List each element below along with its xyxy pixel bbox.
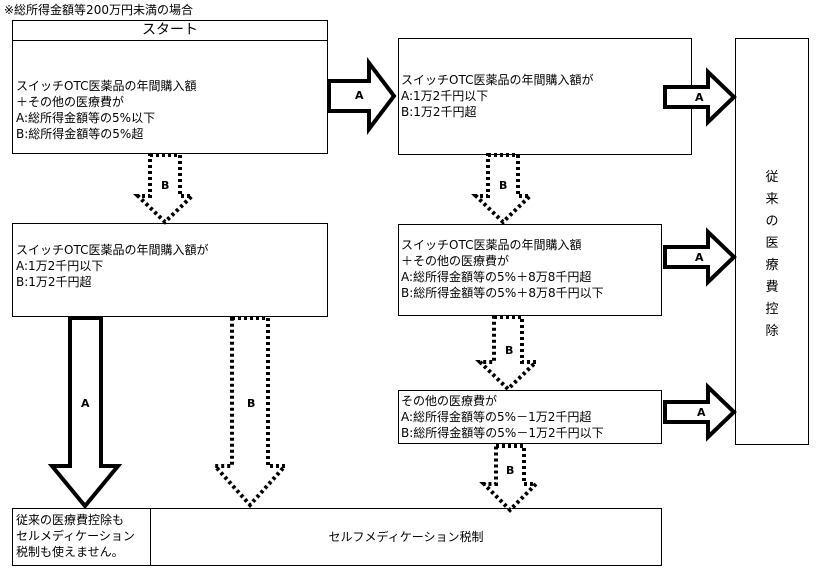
arrow-a-lowermid-to-right (663, 382, 737, 442)
box-otc-purchase-top: スイッチOTC医薬品の年間購入額が A:1万2千円以下 B:1万2千円超 (398, 38, 692, 155)
label-a-start-topmid: A (355, 89, 364, 102)
label-a-topmid-right: A (695, 91, 704, 104)
mid-mid-line-1: スイッチOTC医薬品の年間購入額 (401, 238, 582, 252)
left-mid-line-3: B:1万2千円超 (16, 275, 92, 289)
label-a-leftmid-down: A (81, 397, 90, 410)
start-line-4: B:総所得金額等の5%超 (16, 127, 144, 141)
lower-mid-line-3: B:総所得金額等の5%－1万2千円以下 (401, 426, 604, 440)
left-mid-line-1: スイッチOTC医薬品の年間購入額が (16, 243, 209, 257)
arrow-a-leftmid-down (47, 316, 123, 510)
arrow-a-start-to-topmid (327, 57, 397, 135)
label-b-topmid-down: B (499, 179, 508, 192)
self-medication-label: セルフメディケーション税制 (328, 530, 484, 544)
start-line-3: A:総所得金額等の5%以下 (16, 111, 156, 125)
condition-note: ※総所得金額等200万円未満の場合 (4, 3, 193, 17)
label-b-lowermid-down: B (506, 464, 515, 477)
top-mid-line-3: B:1万2千円超 (401, 105, 477, 119)
box-traditional-deduction: 従来の医療費控除 (735, 38, 809, 445)
label-b-start-down: B (161, 179, 170, 192)
top-mid-line-2: A:1万2千円以下 (401, 89, 489, 103)
arrow-a-topmid-to-right (663, 67, 737, 127)
label-b-midmid-down: B (505, 344, 514, 357)
neither-line-3: 税制も使えません。 (16, 545, 124, 559)
neither-line-2: セルメディケーション (16, 529, 135, 543)
box-self-medication-tax: セルフメディケーション税制 (150, 508, 662, 566)
box-otc-plus-medical: スイッチOTC医薬品の年間購入額 ＋その他の医療費が A:総所得金額等の5%＋8… (398, 224, 662, 316)
lower-mid-line-1: その他の医療費が (401, 394, 498, 408)
arrow-a-midmid-to-right (663, 227, 737, 287)
mid-mid-line-4: B:総所得金額等の5%＋8万8千円以下 (401, 286, 604, 300)
label-a-midmid-right: A (695, 251, 704, 264)
arrow-b-topmid-down (471, 153, 535, 225)
arrow-b-midmid-down (475, 315, 541, 392)
box-other-medical: その他の医療費が A:総所得金額等の5%－1万2千円超 B:総所得金額等の5%－… (398, 390, 662, 444)
top-mid-line-1: スイッチOTC医薬品の年間購入額が (401, 73, 594, 87)
mid-mid-line-2: ＋その他の医療費が (401, 254, 510, 268)
left-mid-line-2: A:1万2千円以下 (16, 259, 104, 273)
label-b-leftmid-down: B (247, 397, 256, 410)
box-neither-available: 従来の医療費控除も セルメディケーション 税制も使えません。 (12, 508, 152, 566)
label-a-lowermid-right: A (697, 406, 706, 419)
start-box: スタート スイッチOTC医薬品の年間購入額 ＋その他の医療費が A:総所得金額等… (12, 20, 328, 154)
traditional-deduction-label: 従来の医療費控除 (765, 170, 779, 339)
start-title: スタート (13, 21, 327, 41)
lower-mid-line-2: A:総所得金額等の5%－1万2千円超 (401, 410, 592, 424)
start-line-2: ＋その他の医療費が (16, 95, 125, 109)
arrow-b-leftmid-down (210, 316, 290, 508)
neither-line-1: 従来の医療費控除も (16, 513, 125, 527)
arrow-b-start-down (133, 153, 197, 225)
arrow-b-lowermid-down (479, 444, 541, 513)
box-otc-purchase-left: スイッチOTC医薬品の年間購入額が A:1万2千円以下 B:1万2千円超 (12, 223, 328, 317)
start-line-1: スイッチOTC医薬品の年間購入額 (16, 79, 197, 93)
mid-mid-line-3: A:総所得金額等の5%＋8万8千円超 (401, 270, 592, 284)
